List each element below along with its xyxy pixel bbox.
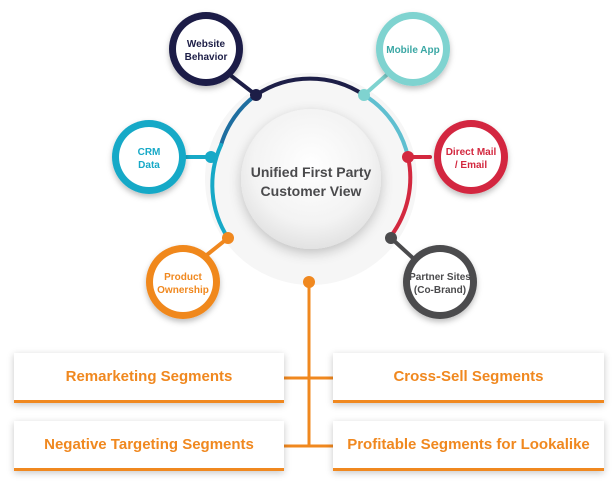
ring-dot-partner (385, 232, 397, 244)
segment-profitable-lookalike: Profitable Segments for Lookalike (333, 421, 604, 471)
segment-remarketing: Remarketing Segments (14, 353, 284, 403)
center-title-line2: Customer View (261, 183, 362, 199)
segment-connector (284, 284, 333, 448)
svg-text:(Co-Brand): (Co-Brand) (414, 285, 466, 296)
node-product-ownership: Product Ownership (146, 245, 220, 319)
segment-profitable-lookalike-label: Profitable Segments for Lookalike (347, 436, 590, 453)
segment-remarketing-label: Remarketing Segments (65, 368, 233, 385)
node-crm-data: CRM Data (112, 120, 186, 194)
center-title-line1: Unified First Party (251, 164, 372, 180)
center-hub (241, 109, 381, 249)
segment-negative-targeting: Negative Targeting Segments (14, 421, 284, 471)
svg-text:CRM: CRM (138, 147, 161, 158)
segment-connector-dot (303, 276, 315, 288)
svg-text:Mobile App: Mobile App (386, 45, 440, 56)
ring-dot-crm (205, 151, 217, 163)
ring-dot-mobile (358, 89, 370, 101)
svg-text:Partner Sites: Partner Sites (409, 272, 471, 283)
node-website-behavior: Website Behavior (169, 12, 243, 86)
segment-negative-targeting-label: Negative Targeting Segments (44, 436, 254, 453)
segment-cross-sell: Cross-Sell Segments (333, 353, 604, 403)
node-partner-sites: Partner Sites (Co-Brand) (403, 245, 477, 319)
segment-cross-sell-label: Cross-Sell Segments (393, 368, 544, 385)
svg-text:Data: Data (138, 160, 160, 171)
svg-text:Ownership: Ownership (157, 285, 209, 296)
ring-dot-direct-mail (402, 151, 414, 163)
svg-text:Direct Mail: Direct Mail (446, 147, 497, 158)
svg-text:/ Email: / Email (455, 160, 487, 171)
svg-text:Product: Product (164, 272, 202, 283)
svg-text:Website: Website (187, 39, 226, 50)
ring-dot-product (222, 232, 234, 244)
node-direct-mail: Direct Mail / Email (434, 120, 508, 194)
svg-text:Behavior: Behavior (185, 52, 228, 63)
node-mobile-app: Mobile App (376, 12, 450, 86)
ring-dot-website (250, 89, 262, 101)
